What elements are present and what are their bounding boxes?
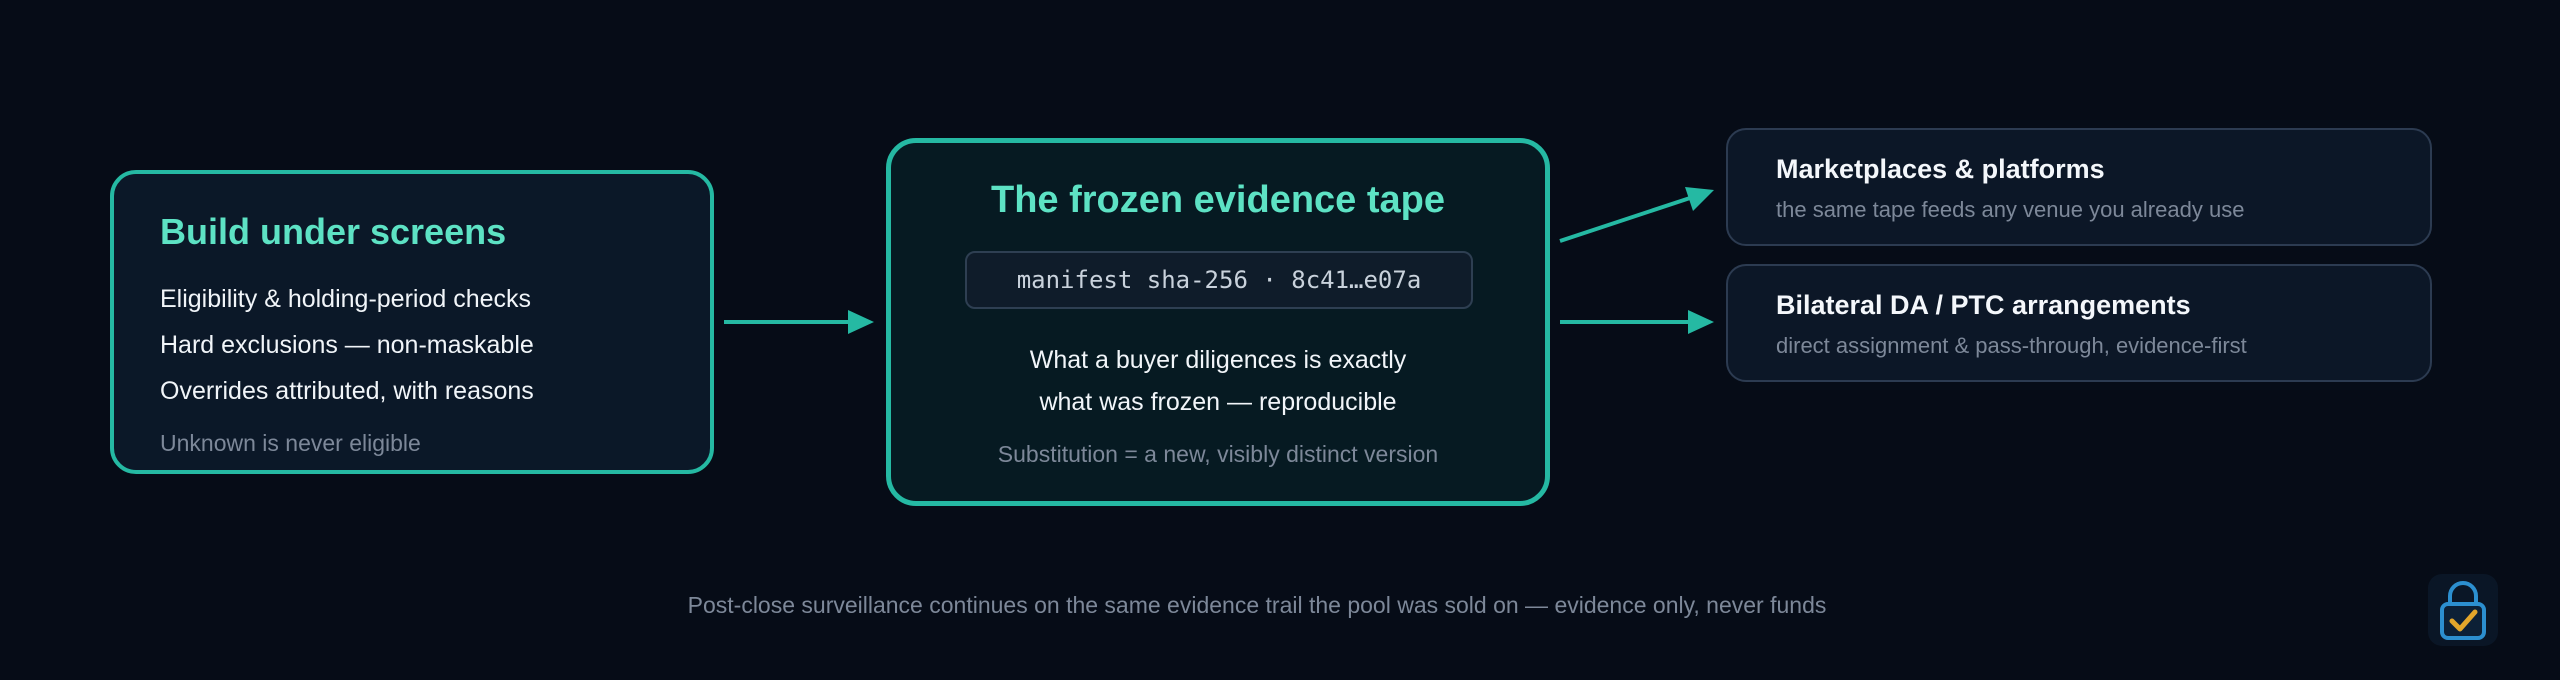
screen-note: Unknown is never eligible — [160, 430, 421, 456]
substitution-note: Substitution = a new, visibly distinct v… — [997, 441, 1439, 467]
build-under-screens-title: Build under screens — [160, 211, 507, 252]
tape-description-line-1: What a buyer diligences is exactly — [1029, 346, 1407, 374]
marketplaces-subtitle: the same tape feeds any venue you alread… — [1776, 197, 2245, 222]
arrow-tape-to-marketplaces — [1559, 187, 1714, 243]
frozen-evidence-tape-box: The frozen evidence tape manifest sha-25… — [886, 138, 1550, 506]
build-under-screens-box: Build under screens Eligibility & holdin… — [110, 170, 714, 474]
surveillance-footer: Post-close surveillance continues on the… — [687, 592, 1827, 618]
manifest-hash: manifest sha-256 · 8c41…e07a — [965, 251, 1473, 309]
marketplaces-box: Marketplaces & platforms the same tape f… — [1726, 128, 2432, 246]
arrow-screens-to-tape — [724, 310, 874, 334]
bilateral-box: Bilateral DA / PTC arrangements direct a… — [1726, 264, 2432, 382]
marketplaces-title: Marketplaces & platforms — [1776, 154, 2105, 184]
screen-item-eligibility: Eligibility & holding-period checks — [160, 285, 532, 313]
lock-check-icon — [2428, 574, 2498, 646]
tape-description-line-2: what was frozen — reproducible — [1039, 388, 1397, 416]
tape-description: What a buyer diligences is exactly what … — [891, 339, 1545, 423]
frozen-evidence-tape-title: The frozen evidence tape — [990, 179, 1445, 221]
screen-item-exclusions: Hard exclusions — non-maskable — [160, 331, 534, 359]
bilateral-title: Bilateral DA / PTC arrangements — [1776, 290, 2191, 320]
arrow-tape-to-bilateral — [1560, 310, 1714, 334]
bilateral-subtitle: direct assignment & pass-through, eviden… — [1776, 333, 2247, 358]
screen-item-overrides: Overrides attributed, with reasons — [160, 377, 534, 405]
